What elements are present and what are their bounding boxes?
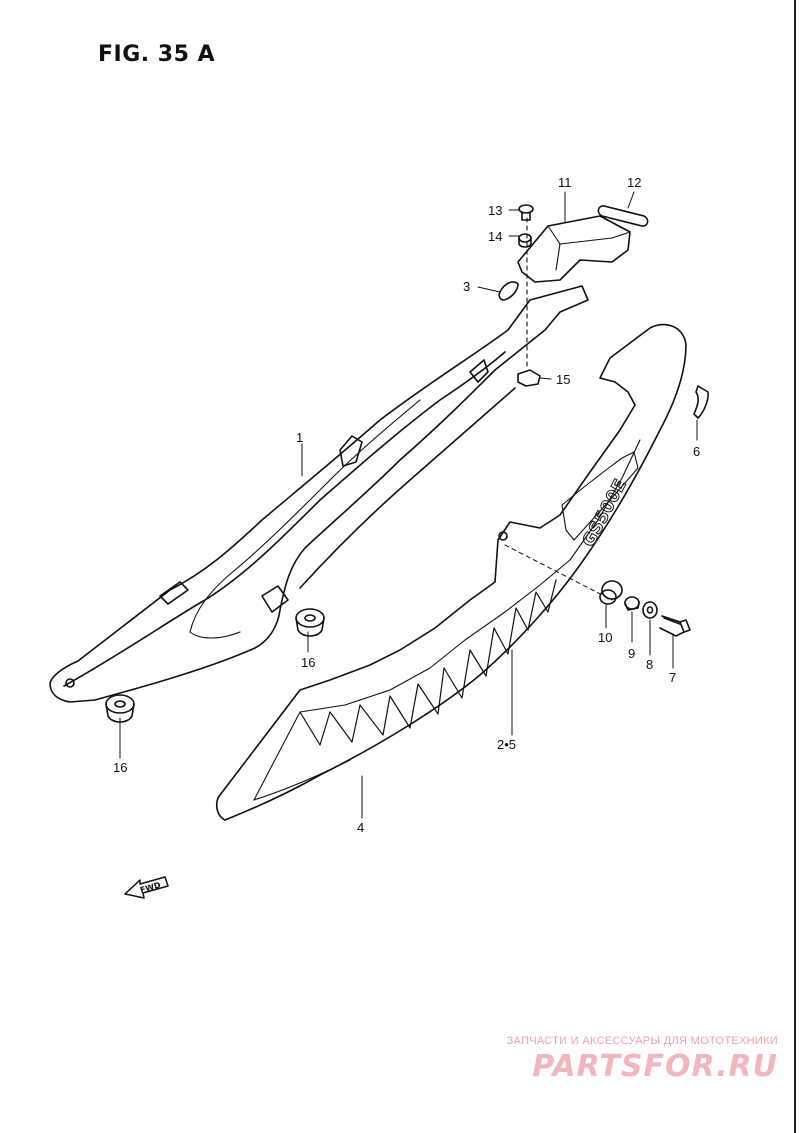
watermark-logo: PARTSFOR.RU <box>532 1049 778 1084</box>
grommet-16-upper[interactable] <box>295 608 325 637</box>
clip-3[interactable] <box>498 281 519 301</box>
right-frame-cover[interactable] <box>215 323 687 821</box>
emblem-plate[interactable] <box>597 205 649 227</box>
callout-16-upper: 16 <box>301 655 315 670</box>
callout-labels: 11 12 13 14 3 15 1 6 16 16 10 9 8 7 2•5 … <box>113 175 700 835</box>
watermark: ЗАПЧАСТИ И АКСЕССУАРЫ ДЛЯ МОТОТЕХНИКИ PA… <box>507 1035 778 1084</box>
decal-text: GS500E <box>579 476 631 550</box>
page-border <box>794 0 796 1133</box>
callout-15: 15 <box>556 372 570 387</box>
collar-9[interactable] <box>624 596 640 611</box>
tail-bracket-cover[interactable] <box>517 215 631 283</box>
nut-15[interactable] <box>517 369 541 387</box>
washer-8[interactable] <box>642 601 658 619</box>
callout-1: 1 <box>296 430 303 445</box>
leader-lines <box>119 191 698 819</box>
callout-4: 4 <box>357 820 364 835</box>
callout-10: 10 <box>598 630 612 645</box>
callout-6: 6 <box>693 444 700 459</box>
figure-title: FIG. 35 A <box>98 42 216 67</box>
watermark-caption: ЗАПЧАСТИ И АКСЕССУАРЫ ДЛЯ МОТОТЕХНИКИ <box>506 1035 778 1047</box>
callout-2-5: 2•5 <box>497 737 516 752</box>
fwd-arrow: FWD <box>124 876 169 899</box>
screw-13[interactable] <box>518 204 534 221</box>
callout-9: 9 <box>628 646 635 661</box>
callout-8: 8 <box>646 657 653 672</box>
callout-7: 7 <box>669 670 676 685</box>
grommet-10[interactable] <box>599 580 623 605</box>
left-frame-cover[interactable] <box>49 285 589 703</box>
grommet-14[interactable] <box>518 233 532 248</box>
callout-14: 14 <box>488 229 502 244</box>
bolt-7[interactable] <box>659 615 691 637</box>
clip-6[interactable] <box>693 385 709 419</box>
callout-16-lower: 16 <box>113 760 127 775</box>
callout-3: 3 <box>463 279 470 294</box>
callout-11: 11 <box>558 175 572 190</box>
callout-13: 13 <box>488 203 502 218</box>
callout-12: 12 <box>627 175 641 190</box>
